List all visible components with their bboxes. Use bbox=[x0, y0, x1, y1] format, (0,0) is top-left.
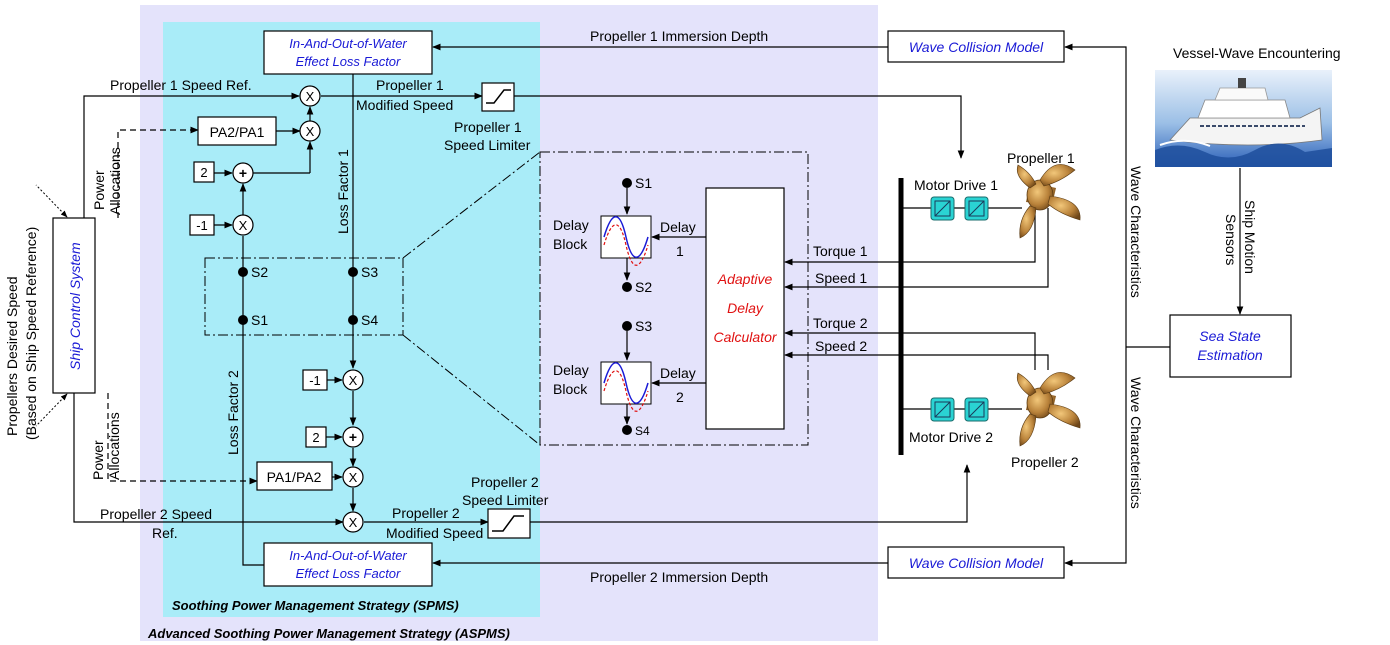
svg-text:S3: S3 bbox=[635, 318, 652, 334]
ship-motion-label-1: Ship Motion bbox=[1242, 200, 1258, 274]
immersion-depth-2-label: Propeller 2 Immersion Depth bbox=[590, 569, 768, 585]
wave-collision-model-bottom-label: Wave Collision Model bbox=[909, 555, 1044, 571]
delay-2-label-2: 2 bbox=[676, 389, 684, 405]
calculator-line2: Delay bbox=[727, 300, 764, 316]
propeller-1-icon bbox=[1017, 164, 1080, 238]
desired-speed-dotted-top bbox=[36, 185, 67, 217]
aspms-title: Advanced Soothing Power Management Strat… bbox=[147, 626, 510, 641]
drive-1-converter-icon-a bbox=[931, 197, 954, 220]
pa-ratio-bottom-label: PA1/PA2 bbox=[267, 469, 322, 485]
vessel-wave-image bbox=[1155, 70, 1332, 167]
p2-speed-ref-label-1: Propeller 2 Speed bbox=[100, 506, 212, 522]
svg-text:+: + bbox=[239, 165, 247, 181]
svg-text:-1: -1 bbox=[309, 373, 321, 388]
svg-text:2: 2 bbox=[200, 165, 207, 180]
power-alloc-top-label-2: Allocations bbox=[107, 147, 123, 215]
wave-collision-model-top-label: Wave Collision Model bbox=[909, 39, 1044, 55]
wave-char-bottom-label: Wave Characteristics bbox=[1128, 377, 1144, 509]
calculator-line1: Adaptive bbox=[717, 271, 773, 287]
p2-speed-ref-label-2: Ref. bbox=[152, 525, 178, 541]
ship-motion-label-2: Sensors bbox=[1223, 214, 1239, 265]
spms-title: Soothing Power Management Strategy (SPMS… bbox=[172, 598, 459, 613]
delay-block-1-label-1: Delay bbox=[553, 217, 589, 233]
p1-speed-ref-label: Propeller 1 Speed Ref. bbox=[110, 77, 252, 93]
p1-limiter-label-1: Propeller 1 bbox=[454, 119, 522, 135]
calculator-line3: Calculator bbox=[713, 329, 777, 345]
p1-modified-speed-label-1: Propeller 1 bbox=[376, 77, 444, 93]
p2-limiter-label-2: Speed Limiter bbox=[462, 492, 549, 508]
p2-limiter-label-1: Propeller 2 bbox=[471, 474, 539, 490]
torque-1-label: Torque 1 bbox=[813, 243, 868, 259]
loss-factor-block-top-line1: In-And-Out-of-Water bbox=[289, 36, 407, 51]
speed-2-label: Speed 2 bbox=[815, 338, 867, 354]
svg-text:-1: -1 bbox=[196, 218, 208, 233]
speed-1-label: Speed 1 bbox=[815, 270, 867, 286]
svg-text:+: + bbox=[349, 429, 357, 445]
delay-1-label-2: 1 bbox=[676, 243, 684, 259]
delay-block-2-label-2: Block bbox=[553, 381, 588, 397]
propeller-2-label: Propeller 2 bbox=[1011, 454, 1079, 470]
desired-speed-label-2: (Based on Ship Speed Reference) bbox=[23, 227, 39, 440]
delay-2-label-1: Delay bbox=[660, 365, 696, 381]
drive-2-converter-icon-b bbox=[965, 398, 988, 421]
motor-drive-1-label: Motor Drive 1 bbox=[914, 177, 998, 193]
svg-text:X: X bbox=[306, 89, 315, 104]
propeller-2-icon bbox=[1017, 372, 1080, 446]
delay-1-label-1: Delay bbox=[660, 219, 696, 235]
drive-1-converter-icon-b bbox=[965, 197, 988, 220]
propeller-1-label: Propeller 1 bbox=[1007, 150, 1075, 166]
loss-factor-1-label: Loss Factor 1 bbox=[335, 149, 351, 234]
sea-state-line1: Sea State bbox=[1199, 328, 1261, 344]
sea-state-line2: Estimation bbox=[1197, 347, 1263, 363]
svg-text:X: X bbox=[349, 470, 358, 485]
vessel-wave-title: Vessel-Wave Encountering bbox=[1173, 45, 1341, 61]
wave-char-top-label: Wave Characteristics bbox=[1128, 166, 1144, 298]
desired-speed-dotted-bottom bbox=[36, 394, 67, 426]
loss-factor-block-top-line2: Effect Loss Factor bbox=[296, 54, 401, 69]
power-alloc-top-label-1: Power bbox=[91, 170, 107, 210]
loss-factor-2-label: Loss Factor 2 bbox=[225, 370, 241, 455]
svg-text:X: X bbox=[239, 218, 248, 233]
delay-block-2-label-1: Delay bbox=[553, 362, 589, 378]
pa-ratio-top-label: PA2/PA1 bbox=[210, 124, 265, 140]
svg-text:S1: S1 bbox=[251, 312, 268, 328]
loss-factor-block-bottom-line1: In-And-Out-of-Water bbox=[289, 548, 407, 563]
svg-text:S2: S2 bbox=[635, 279, 652, 295]
wave-char-top-line bbox=[1065, 47, 1126, 347]
svg-text:X: X bbox=[349, 373, 358, 388]
svg-text:X: X bbox=[306, 124, 315, 139]
desired-speed-label-1: Propellers Desired Speed bbox=[4, 276, 20, 436]
delay-block-1-label-2: Block bbox=[553, 236, 588, 252]
drive-2-converter-icon-a bbox=[931, 398, 954, 421]
ship-control-system-label: Ship Control System bbox=[67, 242, 83, 370]
svg-text:S1: S1 bbox=[635, 175, 652, 191]
loss-factor-block-bottom-line2: Effect Loss Factor bbox=[296, 566, 401, 581]
svg-text:2: 2 bbox=[312, 430, 319, 445]
p1-modified-speed-label-2: Modified Speed bbox=[356, 97, 453, 113]
svg-text:S3: S3 bbox=[361, 264, 378, 280]
p2-modified-speed-label-1: Propeller 2 bbox=[392, 505, 460, 521]
power-alloc-bottom-label-1: Power bbox=[90, 440, 106, 480]
sea-state-estimation-block bbox=[1170, 315, 1291, 377]
p2-modified-speed-label-2: Modified Speed bbox=[386, 525, 483, 541]
p1-limiter-label-2: Speed Limiter bbox=[444, 137, 531, 153]
immersion-depth-1-label: Propeller 1 Immersion Depth bbox=[590, 28, 768, 44]
svg-text:S4: S4 bbox=[361, 312, 378, 328]
svg-text:S4: S4 bbox=[635, 424, 650, 438]
motor-drive-2-label: Motor Drive 2 bbox=[909, 429, 993, 445]
svg-text:S2: S2 bbox=[251, 264, 268, 280]
svg-text:X: X bbox=[349, 515, 358, 530]
torque-2-label: Torque 2 bbox=[813, 315, 868, 331]
